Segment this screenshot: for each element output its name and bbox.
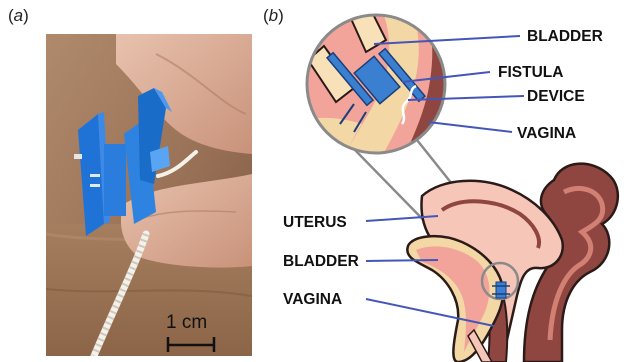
label-vagina-top: VAGINA	[517, 125, 576, 142]
anatomy-diagram: BLADDER FISTULA DEVICE VAGINA UTERUS BLA…	[262, 0, 626, 362]
device-photo: 1 cm	[46, 34, 252, 356]
label-fistula: FISTULA	[498, 64, 563, 81]
panel-a-letter: (a)	[8, 6, 29, 26]
scale-bar-label: 1 cm	[166, 312, 207, 333]
label-vagina-bottom: VAGINA	[283, 291, 342, 308]
label-bladder-top: BLADDER	[527, 28, 603, 45]
label-uterus: UTERUS	[283, 214, 347, 231]
label-bladder-bottom: BLADDER	[283, 253, 359, 270]
label-device: DEVICE	[527, 88, 585, 105]
